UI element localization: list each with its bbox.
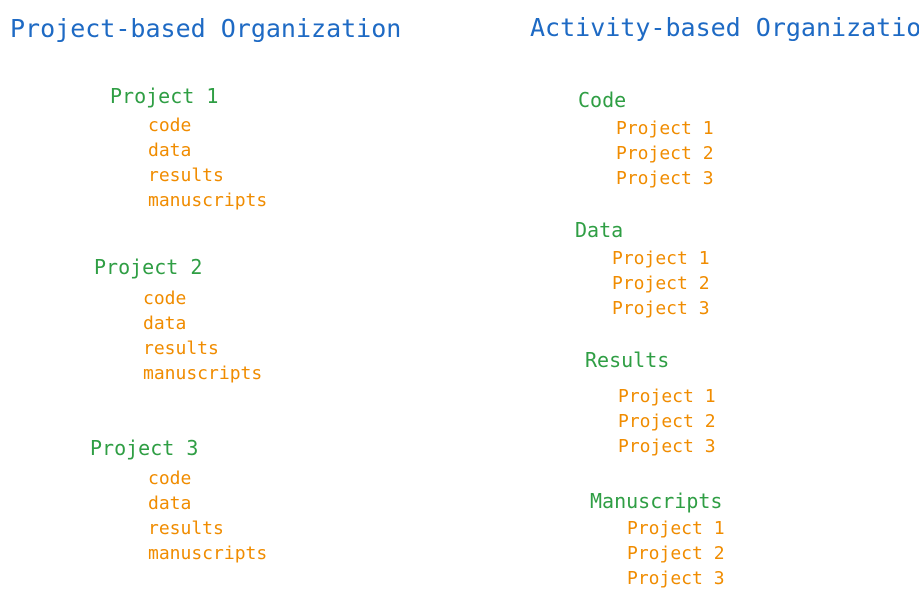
item-list: code data results manuscripts: [148, 466, 267, 566]
item-list: Project 1 Project 2 Project 3: [616, 116, 714, 191]
item-list: code data results manuscripts: [148, 113, 267, 213]
right-group-results: Results Project 1 Project 2 Project 3: [585, 348, 716, 457]
left-group-project-1: Project 1 code data results manuscripts: [110, 84, 267, 211]
list-item: Project 1: [616, 118, 714, 139]
list-item: results: [148, 518, 224, 539]
item-list: Project 1 Project 2 Project 3: [612, 246, 710, 321]
right-group-manuscripts: Manuscripts Project 1 Project 2 Project …: [590, 489, 725, 589]
list-item: data: [143, 313, 187, 334]
group-label: Code: [578, 88, 627, 112]
list-item: data: [148, 493, 192, 514]
list-item: Project 3: [612, 298, 710, 319]
right-group-code: Code Project 1 Project 2 Project 3: [578, 88, 714, 189]
list-item: Project 1: [618, 386, 716, 407]
group-label: Project 2: [94, 255, 203, 279]
item-list: Project 1 Project 2 Project 3: [618, 384, 716, 459]
list-item: Project 2: [616, 143, 714, 164]
list-item: code: [148, 468, 192, 489]
right-title: Activity-based Organization: [530, 13, 919, 42]
list-item: Project 2: [618, 411, 716, 432]
list-item: manuscripts: [148, 543, 268, 564]
list-item: data: [148, 140, 192, 161]
right-group-data: Data Project 1 Project 2 Project 3: [575, 218, 710, 319]
list-item: Project 1: [627, 518, 725, 539]
list-item: results: [148, 165, 224, 186]
group-label: Results: [585, 348, 670, 372]
list-item: manuscripts: [148, 190, 268, 211]
list-item: code: [148, 115, 192, 136]
list-item: Project 3: [616, 168, 714, 189]
list-item: Project 2: [612, 273, 710, 294]
list-item: code: [143, 288, 187, 309]
left-group-project-3: Project 3 code data results manuscripts: [90, 436, 267, 564]
list-item: Project 3: [627, 568, 725, 589]
list-item: Project 2: [627, 543, 725, 564]
item-list: Project 1 Project 2 Project 3: [627, 516, 759, 591]
list-item: manuscripts: [143, 363, 263, 384]
list-item: results: [143, 338, 219, 359]
group-label: Data: [575, 218, 624, 242]
left-group-project-2: Project 2 code data results manuscripts: [94, 255, 262, 384]
left-title: Project-based Organization: [10, 14, 402, 43]
list-item: Project 3: [618, 436, 716, 457]
group-label: Manuscripts: [590, 489, 723, 513]
item-list: code data results manuscripts: [143, 286, 262, 386]
group-label: Project 3: [90, 436, 199, 460]
group-label: Project 1: [110, 84, 219, 108]
list-item: Project 1: [612, 248, 710, 269]
